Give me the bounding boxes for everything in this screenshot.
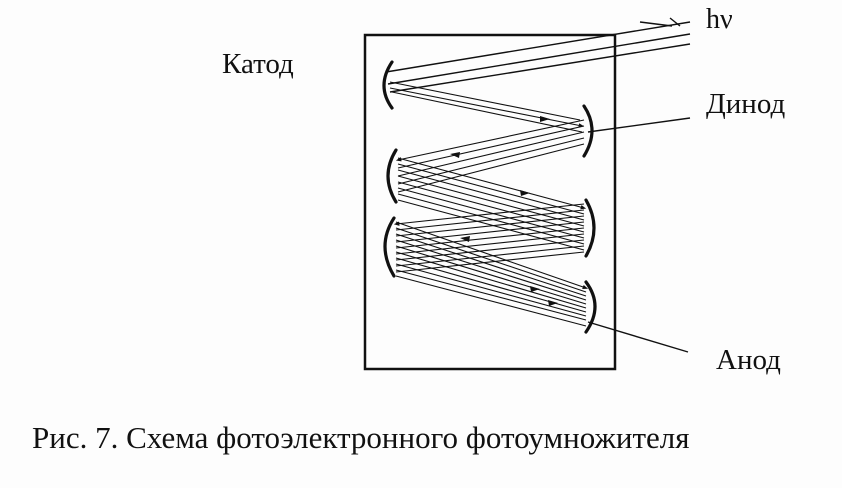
label-leaders [587,117,691,353]
figure-caption: Рис. 7. Схема фотоэлектронного фотоумнож… [32,420,690,455]
dynode-label: Динод [706,88,786,120]
tube-housing [363,33,617,371]
photon-label: hν [706,4,733,35]
cathode-electrode [382,60,394,110]
dynode-3 [584,198,596,258]
dynode-4 [383,216,396,278]
photon-rays [385,17,691,93]
dynode-1 [582,104,594,158]
anode-electrode [584,280,597,334]
path-arrow-ticks [450,116,558,306]
anode-leader [587,321,689,353]
cathode-label: Катод [222,48,294,80]
dynode-leader [587,117,691,133]
dynode-2 [386,148,398,204]
electrodes [382,60,597,334]
electron-paths [389,81,589,327]
anode-label: Анод [716,344,781,376]
